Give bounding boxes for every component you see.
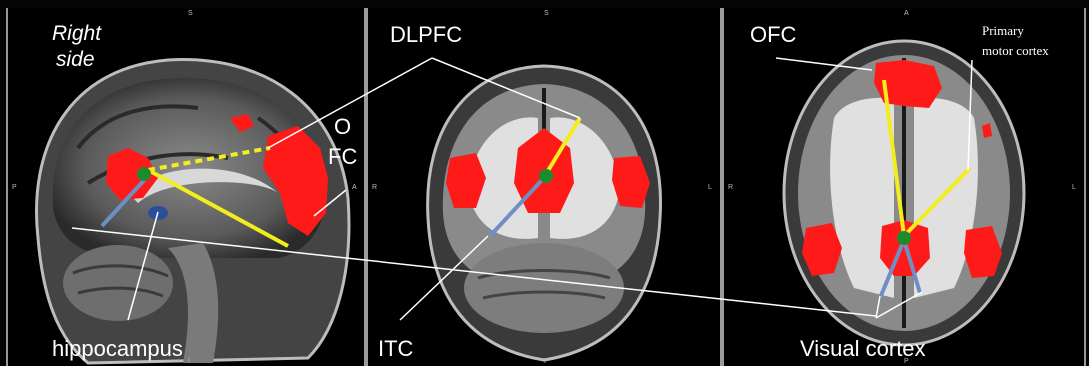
tick-left: L — [1072, 184, 1076, 191]
title-side: side — [56, 48, 95, 72]
label-dlpfc: DLPFC — [390, 24, 462, 46]
tick-superior: S — [188, 10, 193, 17]
tick-anterior: A — [904, 10, 909, 17]
coronal-panel: DLPFC ITC S R L I — [366, 8, 722, 366]
label-motor-cortex: motor cortex — [982, 42, 1049, 59]
label-ofc: OFC — [750, 24, 796, 46]
axial-panel: OFC Primary motor cortex Visual cortex A… — [722, 8, 1086, 366]
title-right: Right — [52, 22, 101, 46]
tick-posterior: P — [12, 184, 17, 191]
label-itc: ITC — [378, 338, 413, 360]
axial-brain-image — [724, 8, 1084, 366]
tick-inferior: I — [544, 358, 546, 365]
sagittal-panel: Right side O FC hippocampus S P A I — [6, 8, 366, 366]
tick-right: R — [728, 184, 733, 191]
tick-left: L — [708, 184, 712, 191]
label-primary: Primary — [982, 22, 1024, 39]
tick-posterior: P — [904, 358, 909, 365]
tick-right: R — [372, 184, 377, 191]
tick-anterior: A — [352, 184, 357, 191]
label-ofc-part2: FC — [328, 146, 357, 168]
label-hippocampus: hippocampus — [52, 338, 183, 360]
tick-inferior: I — [188, 358, 190, 365]
tick-superior: S — [544, 10, 549, 17]
label-visual-cortex: Visual cortex — [800, 338, 926, 360]
coronal-brain-image — [368, 8, 720, 366]
label-ofc-part1: O — [334, 116, 351, 138]
